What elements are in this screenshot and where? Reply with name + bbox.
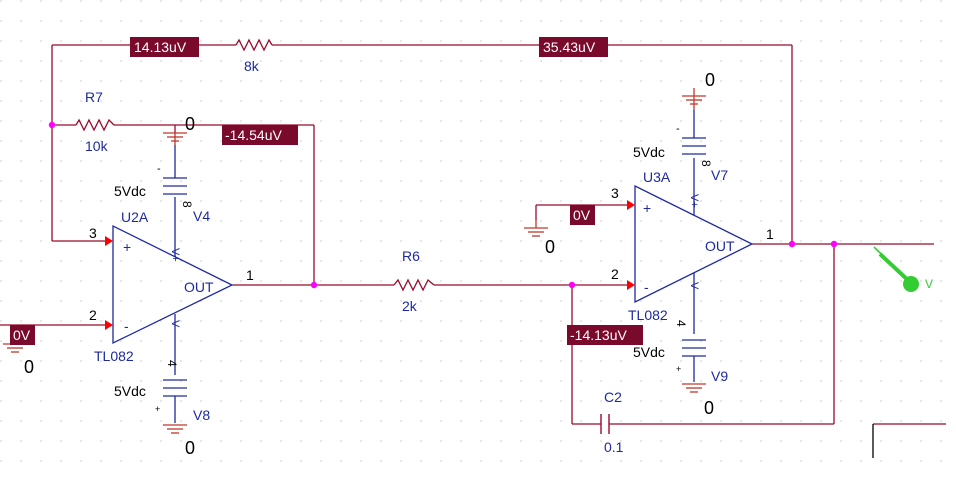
resistor-r6-symbol[interactable] bbox=[393, 278, 435, 292]
voltage-label-top-left: 14.13uV bbox=[130, 37, 199, 57]
opamp-u2a-out-label: OUT bbox=[184, 279, 214, 295]
resistor-r6-name: R6 bbox=[402, 248, 420, 264]
source-v9-plus: + bbox=[676, 364, 681, 374]
opamp-u3a-out-label: OUT bbox=[705, 238, 735, 254]
resistor-r7-symbol[interactable] bbox=[75, 118, 115, 132]
resistor-r7-name: R7 bbox=[85, 89, 103, 105]
source-v8-name: V8 bbox=[193, 407, 210, 423]
opamp-u3a-pin-out: 1 bbox=[766, 226, 774, 242]
svg-text:-14.54uV: -14.54uV bbox=[225, 127, 282, 143]
opamp-u2a-vplus-label: V+ bbox=[169, 248, 181, 262]
opamp-u2a-model: TL082 bbox=[94, 348, 134, 364]
opamp-u2a[interactable] bbox=[105, 197, 234, 375]
voltage-probe-marker[interactable] bbox=[873, 246, 919, 292]
source-v8-symbol[interactable] bbox=[163, 379, 187, 423]
source-v7-minus: - bbox=[676, 123, 680, 135]
resistor-top-value: 8k bbox=[244, 58, 260, 74]
opamp-u3a-pin-plus: 3 bbox=[611, 185, 619, 201]
opamp-u3a-minus-sign: - bbox=[644, 279, 649, 295]
source-v4-name: V4 bbox=[193, 208, 210, 224]
ground-u3a-label: 0 bbox=[545, 237, 555, 257]
voltage-label-top-right: 35.43uV bbox=[539, 37, 608, 57]
source-v7-symbol[interactable] bbox=[682, 110, 706, 155]
source-v9-name: V9 bbox=[711, 368, 728, 384]
opamp-u3a-name: U3A bbox=[643, 169, 671, 185]
source-v8-plus: + bbox=[155, 404, 160, 414]
svg-text:14.13uV: 14.13uV bbox=[134, 39, 187, 55]
ground-v9-label: 0 bbox=[704, 398, 714, 418]
source-v4-pin: 8 bbox=[180, 201, 194, 208]
capacitor-c2-value: 0.1 bbox=[604, 439, 624, 455]
svg-text:0V: 0V bbox=[573, 207, 591, 223]
opamp-u2a-minus-sign: - bbox=[124, 318, 129, 334]
node-dot bbox=[830, 240, 838, 248]
junction-dots bbox=[48, 121, 838, 289]
ground-v7 bbox=[682, 88, 706, 110]
opamp-u2a-pin-plus: 3 bbox=[89, 225, 97, 241]
opamp-u3a-plus-sign: + bbox=[643, 200, 651, 216]
svg-text:0V: 0V bbox=[13, 327, 31, 343]
opamp-u3a[interactable] bbox=[627, 158, 754, 334]
source-v4-value: 5Vdc bbox=[114, 183, 146, 199]
opamp-u3a-vplus-label: V+ bbox=[688, 194, 700, 208]
opamp-u2a-pin-minus: 2 bbox=[89, 307, 97, 323]
ground-v8 bbox=[163, 424, 187, 434]
opamp-u3a-pin-minus: 2 bbox=[611, 266, 619, 282]
opamp-u2a-name: U2A bbox=[121, 209, 149, 225]
node-dot bbox=[310, 281, 318, 289]
source-v8-pin: 4 bbox=[165, 360, 179, 367]
voltage-label-u3a-plus: 0V bbox=[570, 205, 595, 225]
resistor-top-symbol[interactable] bbox=[235, 38, 273, 52]
ground-r7-label: 0 bbox=[185, 114, 195, 134]
voltage-probe-label: V bbox=[925, 277, 933, 291]
ground-u3a-plus bbox=[524, 220, 548, 237]
ground-v9 bbox=[682, 383, 706, 393]
svg-text:-14.13uV: -14.13uV bbox=[570, 327, 627, 343]
node-dot bbox=[568, 281, 576, 289]
voltage-label-u3a-minus: -14.13uV bbox=[567, 325, 643, 345]
opamp-u3a-vminus-label: V- bbox=[688, 282, 700, 293]
node-dot bbox=[48, 121, 56, 129]
source-v7-name: V7 bbox=[711, 167, 728, 183]
resistor-r6-value: 2k bbox=[402, 298, 418, 314]
source-v9-value: 5Vdc bbox=[633, 344, 665, 360]
source-v8-value: 5Vdc bbox=[114, 383, 146, 399]
source-v4-minus: - bbox=[157, 163, 161, 175]
ground-r7 bbox=[163, 132, 187, 145]
source-v4-symbol[interactable] bbox=[163, 145, 187, 195]
resistor-r7-value: 10k bbox=[85, 138, 109, 154]
opamp-u2a-pin-out: 1 bbox=[246, 267, 254, 283]
ground-v8-label: 0 bbox=[185, 438, 195, 458]
voltage-label-u2a-out: -14.54uV bbox=[222, 125, 298, 145]
capacitor-c2-symbol[interactable] bbox=[600, 414, 610, 434]
opamp-u2a-vminus-label: V- bbox=[169, 320, 181, 331]
source-v7-pin: 8 bbox=[699, 160, 713, 167]
svg-text:35.43uV: 35.43uV bbox=[543, 39, 596, 55]
ground-v7-label: 0 bbox=[705, 70, 715, 90]
voltage-label-u2a-minus: 0V bbox=[10, 325, 35, 345]
source-v7-value: 5Vdc bbox=[633, 144, 665, 160]
source-v9-symbol[interactable] bbox=[682, 339, 706, 382]
source-v9-pin: 4 bbox=[674, 320, 688, 327]
opamp-u2a-plus-sign: + bbox=[123, 239, 131, 255]
capacitor-c2-name: C2 bbox=[604, 389, 622, 405]
opamp-u3a-model: TL082 bbox=[628, 307, 668, 323]
node-dot bbox=[788, 240, 796, 248]
ground-u2a-label: 0 bbox=[24, 357, 34, 377]
